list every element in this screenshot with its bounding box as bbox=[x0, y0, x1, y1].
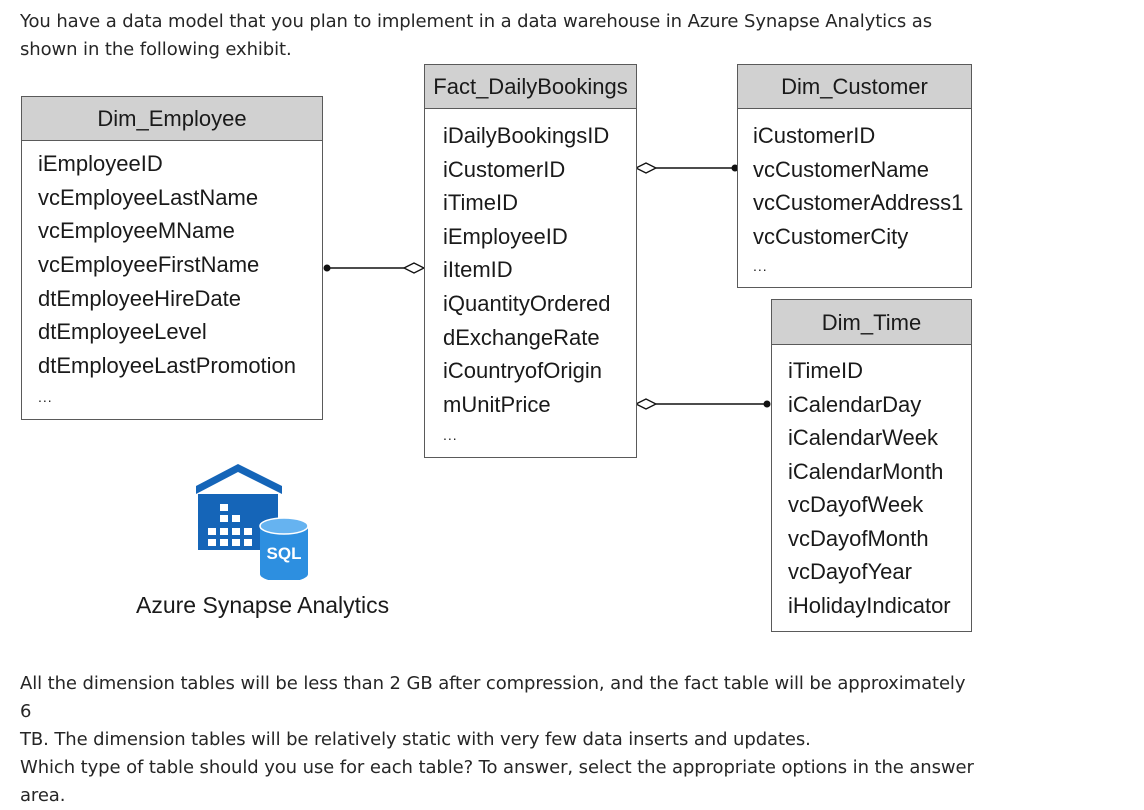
outro-line-4: area. bbox=[20, 785, 66, 806]
column-name: vcDayofYear bbox=[788, 559, 912, 584]
column-name: iQuantityOrdered bbox=[443, 291, 611, 316]
outro-line-2: TB. The dimension tables will be relativ… bbox=[20, 729, 811, 750]
column-name: iEmployeeID bbox=[443, 224, 568, 249]
table-fact-dailybookings: Fact_DailyBookings iDailyBookingsID iCus… bbox=[424, 64, 637, 458]
column-name: iCountryofOrigin bbox=[443, 358, 602, 383]
azure-synapse-logo-icon: SQL bbox=[196, 464, 309, 580]
table-dim-time: Dim_Time iTimeID iCalendarDay iCalendarW… bbox=[771, 299, 972, 632]
table-fact-dailybookings-title: Fact_DailyBookings bbox=[425, 65, 636, 109]
column-name: iDailyBookingsID bbox=[443, 123, 610, 148]
column-name: iTimeID bbox=[788, 358, 863, 383]
column-name: vcEmployeeLastName bbox=[38, 185, 259, 210]
connector-customer-diamond bbox=[634, 162, 658, 174]
column-name: iCustomerID bbox=[443, 157, 566, 182]
column-name: iCalendarMonth bbox=[788, 459, 944, 484]
column-name: vcDayofMonth bbox=[788, 526, 929, 551]
column-name: vcCustomerAddress1 bbox=[753, 190, 964, 215]
column-name: iCalendarWeek bbox=[788, 425, 939, 450]
intro-paragraph: You have a data model that you plan to i… bbox=[20, 8, 980, 64]
column-ellipsis: ... bbox=[753, 258, 768, 274]
logo-caption: Azure Synapse Analytics bbox=[136, 592, 390, 618]
column-name: vcEmployeeMName bbox=[38, 218, 235, 243]
column-name: iCustomerID bbox=[753, 123, 876, 148]
column-ellipsis: ... bbox=[443, 427, 458, 443]
column-name: iItemID bbox=[443, 257, 513, 282]
connector-employee-dot bbox=[323, 264, 331, 272]
column-name: dtEmployeeLevel bbox=[38, 319, 207, 344]
connector-employee-diamond bbox=[402, 262, 426, 274]
table-dim-time-title: Dim_Time bbox=[772, 300, 971, 345]
table-dim-customer: Dim_Customer iCustomerID vcCustomerName … bbox=[737, 64, 972, 288]
outro-line-3: Which type of table should you use for e… bbox=[20, 757, 974, 778]
connector-time-diamond bbox=[634, 398, 658, 410]
outro-line-1: All the dimension tables will be less th… bbox=[20, 673, 966, 722]
connector-time-dot bbox=[763, 400, 771, 408]
column-name: dtEmployeeHireDate bbox=[38, 286, 241, 311]
column-name: vcDayofWeek bbox=[788, 492, 924, 517]
table-dim-employee: Dim_Employee iEmployeeID vcEmployeeLastN… bbox=[21, 96, 323, 420]
column-name: iHolidayIndicator bbox=[788, 593, 951, 618]
column-name: mUnitPrice bbox=[443, 392, 551, 417]
column-name: iCalendarDay bbox=[788, 392, 922, 417]
column-name: dtEmployeeLastPromotion bbox=[38, 353, 297, 378]
column-name: iTimeID bbox=[443, 190, 518, 215]
column-name: vcCustomerName bbox=[753, 157, 930, 182]
column-name: iEmployeeID bbox=[38, 151, 163, 176]
column-name: dExchangeRate bbox=[443, 325, 600, 350]
sql-badge-text: SQL bbox=[267, 544, 302, 563]
intro-line-1: You have a data model that you plan to i… bbox=[20, 11, 932, 32]
table-dim-employee-title: Dim_Employee bbox=[22, 97, 322, 141]
relationship-connectors bbox=[323, 162, 771, 410]
column-name: vcCustomerCity bbox=[753, 224, 909, 249]
table-dim-customer-title: Dim_Customer bbox=[738, 65, 971, 109]
intro-line-2: shown in the following exhibit. bbox=[20, 39, 292, 60]
connector-customer-dot bbox=[731, 164, 739, 172]
outro-paragraph: All the dimension tables will be less th… bbox=[20, 670, 980, 810]
column-ellipsis: ... bbox=[38, 389, 53, 405]
column-name: vcEmployeeFirstName bbox=[38, 252, 260, 277]
